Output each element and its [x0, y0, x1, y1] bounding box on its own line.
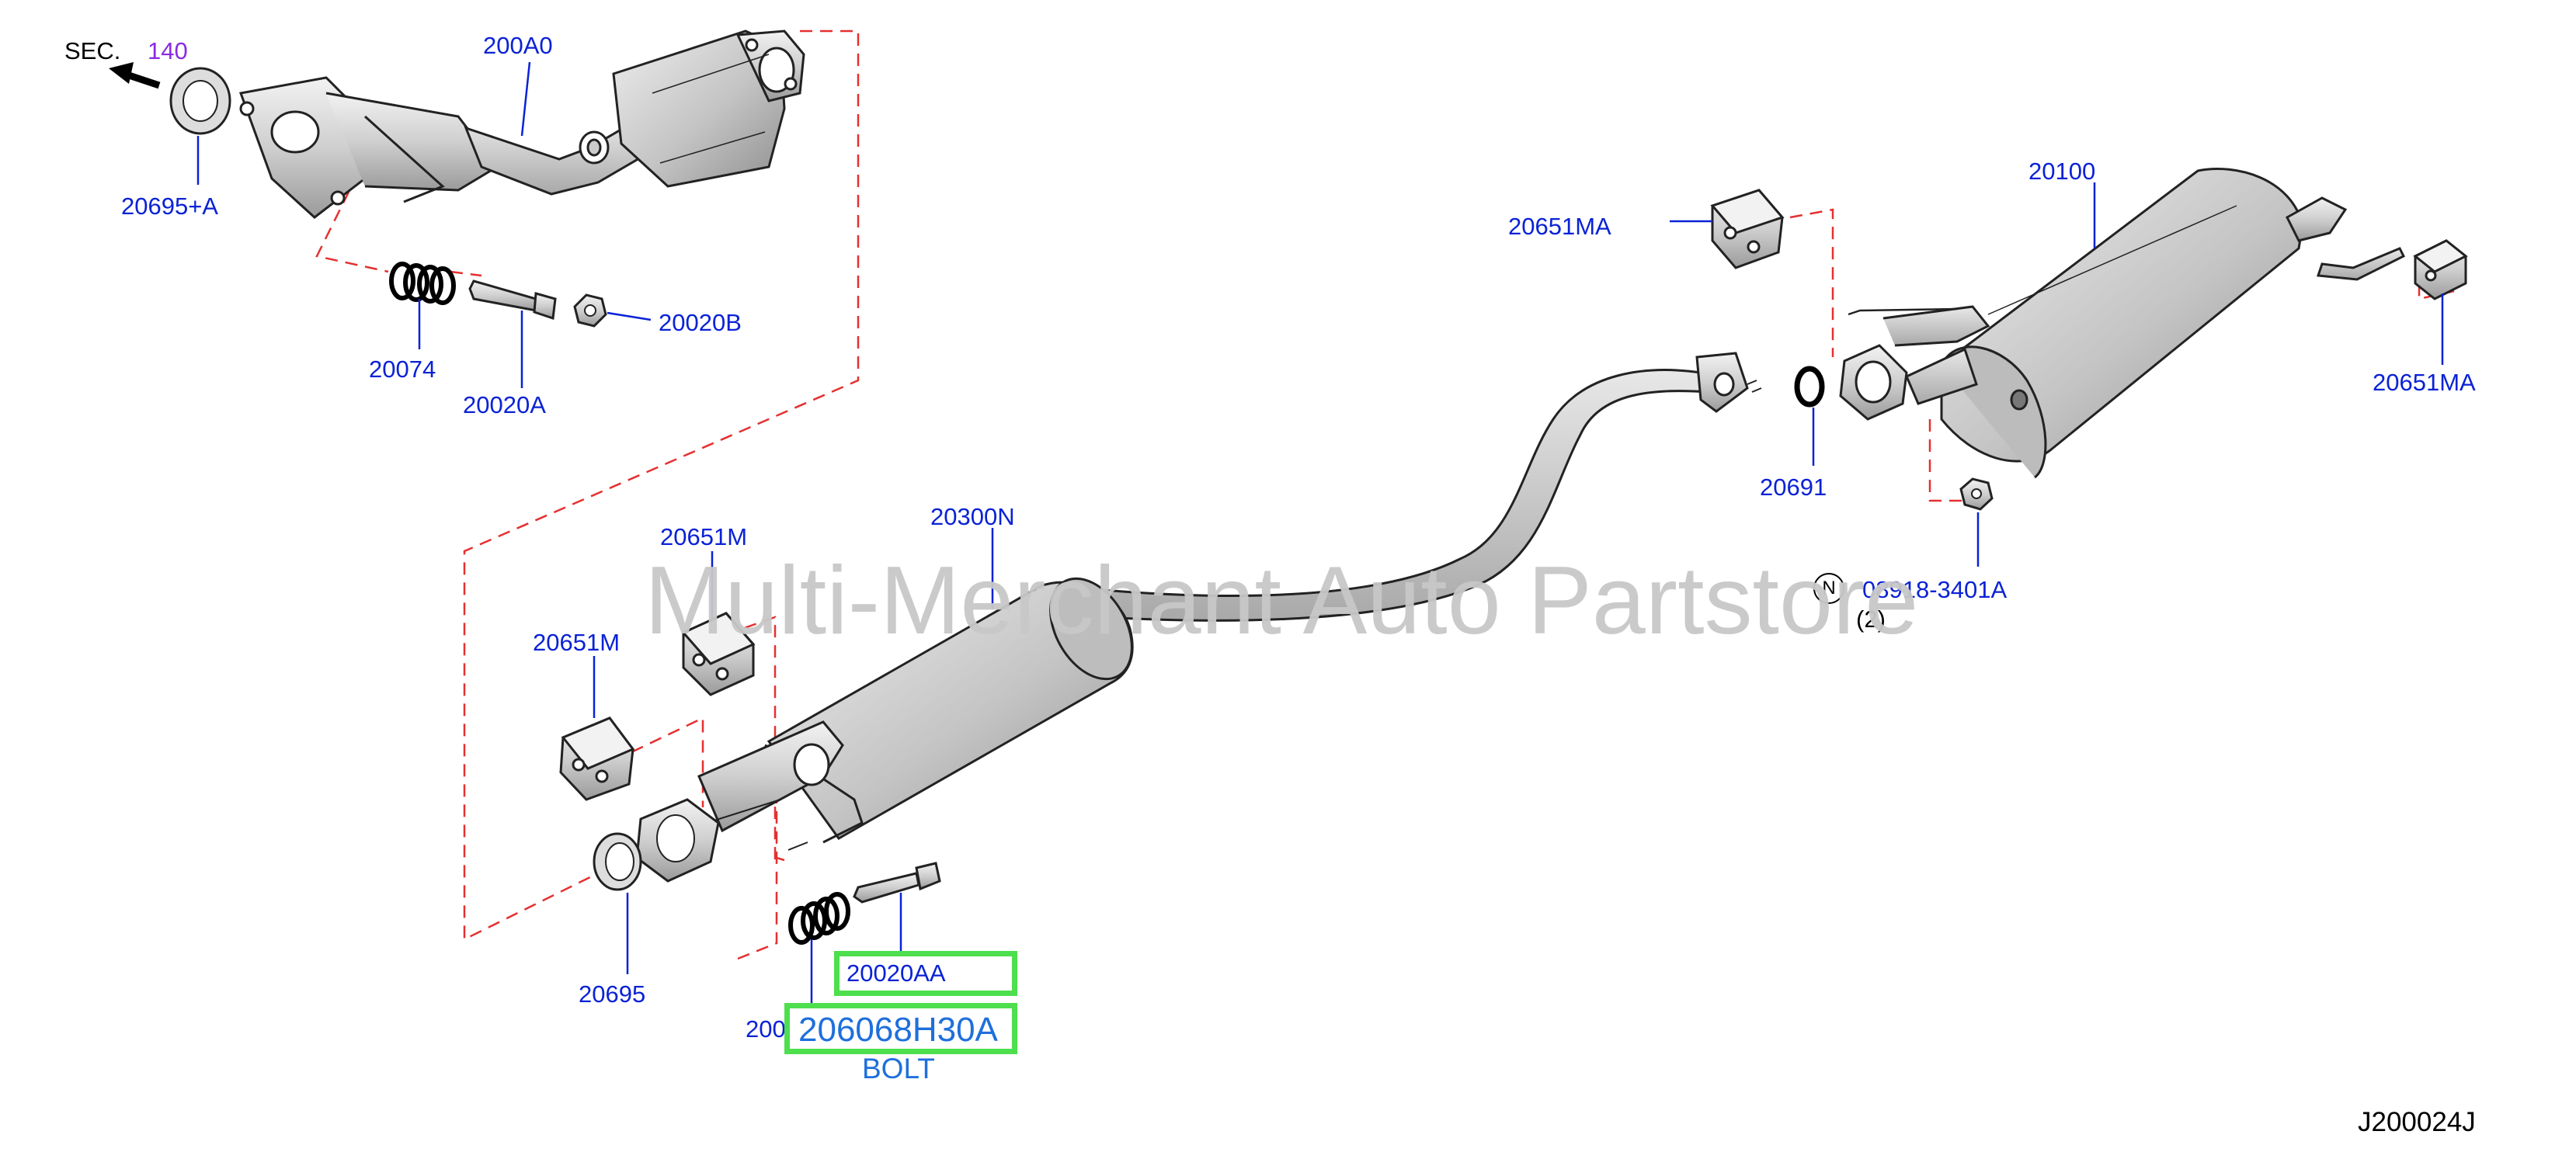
center-pipe — [1101, 352, 1762, 622]
front-pipe-catalyst — [238, 29, 805, 219]
bolt-20020aa — [853, 862, 941, 904]
gasket-20695 — [593, 832, 642, 891]
rear-muffler-20100 — [1839, 168, 2406, 479]
spring-20074-lower — [788, 892, 850, 945]
callout-highlight-20020aa — [834, 951, 1017, 996]
spring-20074-upper — [389, 262, 456, 305]
flange-lower — [635, 798, 720, 883]
part-label-20695[interactable]: 20695 — [579, 980, 646, 1008]
selected-part-number[interactable]: 206068H30A — [798, 1011, 998, 1049]
part-label-08918-3401a[interactable]: 08918-3401A — [1862, 576, 2008, 603]
part-label-20074-upper[interactable]: 20074 — [369, 356, 436, 383]
nut-08918-3401a — [1959, 477, 1994, 511]
gasket-20695a — [169, 67, 231, 135]
part-label-20100[interactable]: 20100 — [2028, 158, 2096, 185]
leader-lines — [196, 61, 2444, 1017]
part-label-20300n[interactable]: 20300N — [930, 503, 1015, 530]
part-label-20020aa[interactable]: 20020AA — [846, 959, 946, 987]
part-label-20651ma-right[interactable]: 20651MA — [2373, 369, 2476, 396]
part-label-20651m-upper[interactable]: 20651M — [660, 523, 748, 550]
part-label-20020b[interactable]: 20020B — [659, 309, 742, 336]
nut-20020b — [573, 293, 607, 328]
nut-marker-circle: N — [1813, 573, 1844, 604]
rubber-mount-20651ma-right — [2413, 239, 2468, 300]
watermark-text: Multi-Merchant Auto Partstore — [645, 547, 1919, 654]
part-label-20651ma-left[interactable]: 20651MA — [1508, 213, 1611, 240]
section-ref-number[interactable]: 140 — [148, 37, 188, 64]
part-label-20695a[interactable]: 20695+A — [121, 193, 218, 220]
rubber-mount-20651ma-left — [1710, 189, 1785, 269]
drawing-code: J200024J — [2358, 1107, 2476, 1137]
selected-part-description: BOLT — [862, 1053, 935, 1084]
section-arrow — [109, 62, 161, 89]
part-label-20651m-lower[interactable]: 20651M — [533, 629, 621, 656]
selected-part-highlight — [784, 1003, 1017, 1054]
rubber-mount-20651m-lower — [559, 717, 635, 801]
part-label-200a0[interactable]: 200A0 — [483, 32, 553, 59]
center-muffler-20300n — [697, 577, 1134, 851]
ring-20691 — [1794, 366, 1825, 408]
bolt-20020a — [468, 279, 557, 321]
part-label-20691[interactable]: 20691 — [1760, 474, 1827, 501]
part-label-20020a[interactable]: 20020A — [463, 391, 546, 418]
section-ref-prefix: SEC. — [64, 37, 121, 64]
part-qty-08918-3401a: (2) — [1856, 605, 1886, 633]
rubber-mount-20651m-upper — [681, 612, 756, 696]
